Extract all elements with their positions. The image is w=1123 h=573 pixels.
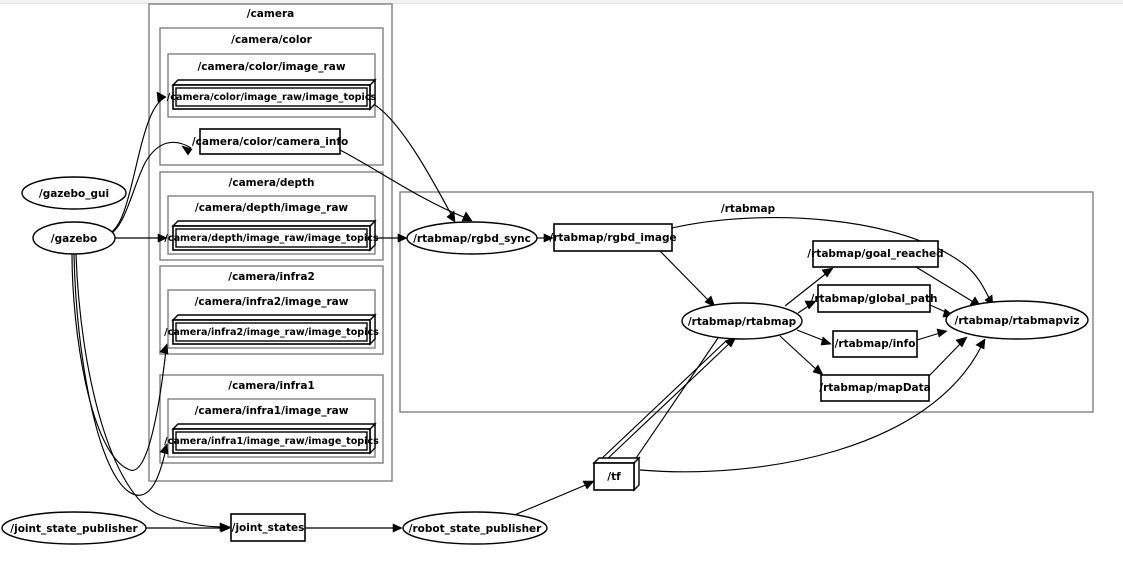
edge-tf-to-rtabmap bbox=[603, 341, 732, 463]
edge-rgbd-image-to-rtabmap bbox=[659, 250, 711, 303]
arrowhead bbox=[704, 295, 716, 308]
edge-gazebo-to-color-camera-info bbox=[107, 141, 192, 236]
node-rtabmap-global-path[interactable]: /rtabmap/global_path bbox=[811, 284, 938, 313]
cluster-label-camera-depth-image-raw: /camera/depth/image_raw bbox=[195, 202, 349, 214]
node-tf[interactable]: /tf bbox=[592, 456, 641, 492]
cluster-label-camera-color: /camera/color bbox=[231, 34, 313, 46]
node-label-joint-state-publisher: /joint_state_publisher bbox=[10, 523, 138, 535]
arrowhead bbox=[975, 338, 986, 350]
node-joint-states[interactable]: /joint_states bbox=[230, 513, 306, 542]
node-label-mapdata: /rtabmap/mapData bbox=[819, 382, 930, 394]
cluster-rtabmap: /rtabmap bbox=[399, 191, 1094, 413]
edge-tf-to-rtabmap-2 bbox=[598, 340, 727, 462]
cluster-label-camera-depth: /camera/depth bbox=[229, 177, 315, 189]
node-camera-depth-image-topics[interactable]: /camera/depth/image_raw/image_topics bbox=[164, 219, 379, 252]
arrowhead bbox=[955, 336, 968, 348]
node-rtabmap-rgbd-image[interactable]: /rtabmap/rgbd_image bbox=[549, 223, 677, 252]
arrowhead bbox=[157, 233, 168, 243]
cluster-camera-infra2: /camera/infra2 bbox=[159, 265, 384, 355]
arrowhead bbox=[936, 328, 948, 338]
cluster-label-camera: /camera bbox=[247, 8, 294, 20]
edge-color-camera-info-to-rgbd-sync bbox=[339, 149, 467, 219]
edge-mapdata-to-rtabmapviz bbox=[928, 341, 963, 377]
arrowhead bbox=[159, 443, 169, 455]
edge-rtabmap-to-mapdata bbox=[779, 335, 819, 372]
edge-gazebo-to-color-topics bbox=[107, 96, 167, 235]
node-label-rtabmapviz: /rtabmap/rtabmapviz bbox=[955, 315, 1080, 327]
edge-gazebo-to-infra1-topics bbox=[73, 253, 167, 496]
node-rtabmap-rtabmapviz[interactable]: /rtabmap/rtabmapviz bbox=[945, 300, 1089, 340]
arrowhead bbox=[397, 233, 408, 243]
node-label-camera-infra2-image-topics: /camera/infra2/image_raw/image_topics bbox=[164, 327, 379, 338]
edge-rtabmap-to-tf bbox=[631, 337, 719, 465]
node-label-global-path: /rtabmap/global_path bbox=[811, 293, 938, 305]
arrowhead bbox=[446, 210, 456, 223]
node-gazebo[interactable]: /gazebo bbox=[32, 221, 116, 255]
edges-layer bbox=[71, 91, 994, 533]
cluster-label-camera-infra2-image-raw: /camera/infra2/image_raw bbox=[195, 296, 349, 308]
node-label-gazebo: /gazebo bbox=[51, 233, 97, 245]
edge-info-to-rtabmapviz bbox=[916, 332, 941, 341]
cluster-label-camera-infra2: /camera/infra2 bbox=[228, 271, 315, 283]
edge-rtabmap-to-info bbox=[796, 329, 826, 342]
node-gazebo-gui[interactable]: /gazebo_gui bbox=[21, 176, 127, 210]
arrowhead bbox=[582, 480, 595, 490]
edge-rgbd-image-to-rtabmapviz bbox=[671, 217, 991, 301]
node-camera-color-camera-info[interactable]: /camera/color/camera_info bbox=[192, 128, 348, 155]
node-rtabmap-info[interactable]: /rtabmap/info bbox=[832, 330, 918, 358]
arrowhead bbox=[156, 91, 167, 103]
node-label-rgbd-image: /rtabmap/rgbd_image bbox=[549, 232, 676, 244]
cluster-camera-infra1: /camera/infra1 bbox=[159, 374, 384, 464]
node-label-camera-infra1-image-topics: /camera/infra1/image_raw/image_topics bbox=[164, 436, 379, 447]
node-robot-state-publisher[interactable]: /robot_state_publisher bbox=[402, 511, 548, 545]
cluster-camera-depth: /camera/depth bbox=[159, 171, 384, 261]
node-rtabmap-rgbd-sync[interactable]: /rtabmap/rgbd_sync bbox=[406, 221, 538, 255]
arrowhead bbox=[392, 523, 403, 533]
node-label-gazebo-gui: /gazebo_gui bbox=[39, 188, 109, 200]
node-label-camera-depth-image-topics: /camera/depth/image_raw/image_topics bbox=[164, 233, 378, 244]
window-top-edge bbox=[0, 0, 1123, 4]
node-rtabmap-rtabmap[interactable]: /rtabmap/rtabmap bbox=[681, 302, 803, 340]
node-camera-infra2-image-topics[interactable]: /camera/infra2/image_raw/image_topics bbox=[164, 313, 379, 346]
arrowhead bbox=[543, 233, 554, 243]
cluster-label-camera-color-image-raw: /camera/color/image_raw bbox=[197, 61, 345, 73]
node-label-goal-reached: /rtabmap/goal_reached bbox=[807, 248, 943, 260]
node-rtabmap-mapdata[interactable]: /rtabmap/mapData bbox=[819, 374, 931, 402]
node-label-robot-state-publisher: /robot_state_publisher bbox=[409, 523, 543, 535]
edge-goal-reached-to-rtabmapviz bbox=[915, 266, 976, 304]
cluster-camera: /camera bbox=[148, 3, 393, 482]
edge-robot-state-publisher-to-tf bbox=[511, 483, 589, 517]
edge-gazebo-to-infra2-topics bbox=[71, 253, 167, 471]
arrowhead bbox=[812, 364, 824, 376]
edge-gazebo-to-joint-states bbox=[75, 253, 225, 528]
node-label-info: /rtabmap/info bbox=[835, 338, 916, 350]
arrowhead bbox=[461, 211, 473, 222]
arrowhead bbox=[804, 300, 817, 310]
arrowhead bbox=[181, 145, 193, 156]
arrowhead bbox=[220, 523, 231, 533]
cluster-label-camera-infra1: /camera/infra1 bbox=[228, 380, 315, 392]
cluster-label-rtabmap: /rtabmap bbox=[721, 203, 776, 215]
edge-color-topics-to-rgbd-sync bbox=[371, 102, 453, 217]
edge-rtabmap-to-goal-reached bbox=[784, 271, 829, 307]
node-camera-color-image-topics[interactable]: /camera/color/image_raw/image_topics bbox=[167, 78, 377, 111]
arrowhead bbox=[820, 336, 832, 346]
node-label-rgbd-sync: /rtabmap/rgbd_sync bbox=[413, 233, 531, 245]
node-camera-infra1-image-topics[interactable]: /camera/infra1/image_raw/image_topics bbox=[164, 422, 379, 455]
arrowhead bbox=[159, 343, 169, 355]
node-joint-state-publisher[interactable]: /joint_state_publisher bbox=[1, 511, 147, 545]
node-label-tf: /tf bbox=[607, 471, 621, 483]
node-label-joint-states: /joint_states bbox=[232, 522, 305, 534]
arrowhead bbox=[821, 267, 834, 278]
node-rtabmap-goal-reached[interactable]: /rtabmap/goal_reached bbox=[807, 240, 944, 268]
node-label-rtabmap-rtabmap: /rtabmap/rtabmap bbox=[688, 316, 797, 328]
edge-tf-to-rtabmapviz bbox=[639, 344, 983, 473]
node-label-camera-color-image-topics: /camera/color/image_raw/image_topics bbox=[167, 92, 377, 103]
cluster-label-camera-infra1-image-raw: /camera/infra1/image_raw bbox=[195, 405, 349, 417]
node-label-camera-color-camera-info: /camera/color/camera_info bbox=[192, 136, 348, 148]
